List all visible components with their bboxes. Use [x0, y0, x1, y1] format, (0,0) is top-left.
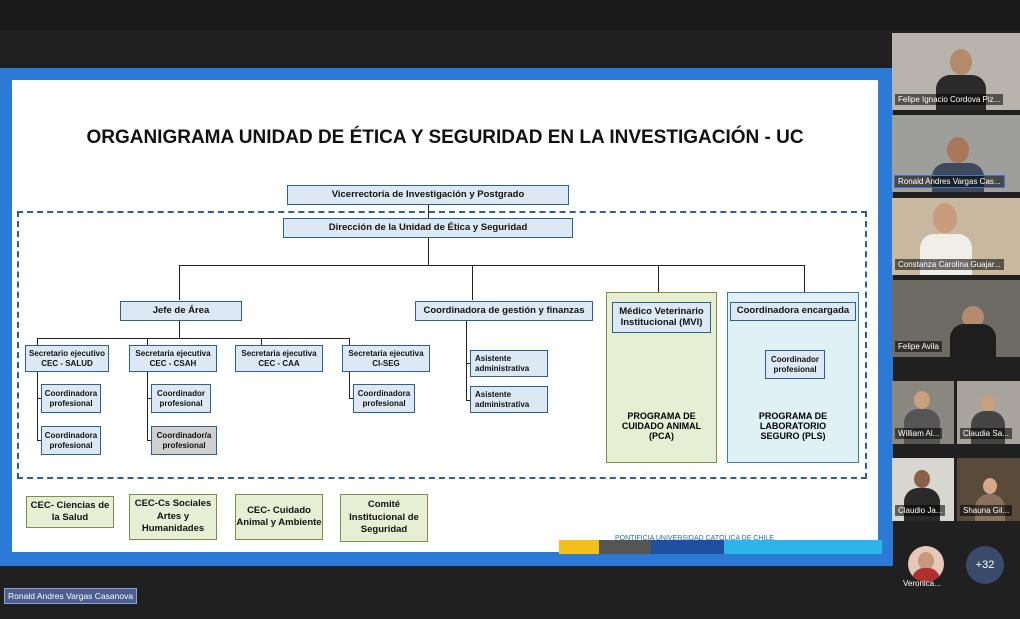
color-strip [599, 540, 651, 554]
connector [147, 440, 151, 441]
avatar [983, 478, 997, 494]
connector [349, 338, 350, 348]
connector [37, 372, 38, 440]
slide-title: ORGANIGRAMA UNIDAD DE ÉTICA Y SEGURIDAD … [86, 127, 804, 148]
group-comite-seguridad: Comité Institucional de Seguridad [340, 494, 428, 542]
color-strip [724, 540, 882, 554]
participant-name: William Al... [895, 428, 943, 439]
org-box-direccion: Dirección de la Unidad de Ética y Seguri… [283, 218, 573, 238]
participant-tile[interactable]: Felipe Ignacio Cordova Piz... [892, 33, 1020, 110]
avatar [962, 306, 984, 328]
org-box-sec-salud: Secretario ejecutivo CEC - SALUD [25, 345, 109, 372]
connector [349, 372, 350, 398]
participant-name: Felipe Ignacio Cordova Piz... [895, 94, 1004, 105]
participant-name: Veronica... [903, 579, 941, 588]
slide-footer: PONTIFICIA UNIVERSIDAD CATÓLICA DE CHILE [615, 535, 774, 542]
connector [658, 265, 659, 300]
org-box-coordinador-a-profesional: Coordinador/a profesional [151, 426, 217, 455]
connector [261, 338, 262, 348]
program-pls-label: PROGRAMA DE LABORATORIO SEGURO (PLS) [758, 411, 828, 441]
color-strip [559, 540, 599, 554]
participant-tile[interactable]: William Al... [892, 381, 954, 444]
connector [466, 320, 467, 400]
participant-name: Ronald Andres Vargas Cas... [894, 175, 1005, 188]
connector [472, 265, 473, 300]
program-pca-label: PROGRAMA DE CUIDADO ANIMAL (PCA) [621, 411, 702, 441]
connector [179, 265, 180, 300]
org-box-asistente-administrativa: Asistente administrativa [470, 386, 548, 413]
avatar [933, 203, 957, 233]
org-box-coordinadora-gestion: Coordinadora de gestión y finanzas [415, 301, 593, 321]
participant-name: Claudio Ja... [895, 505, 946, 516]
participant-name: Claudia Sa... [960, 428, 1012, 439]
connector [37, 440, 41, 441]
org-box-medico-veterinario: Médico Veterinario Institucional (MVI) [612, 302, 711, 333]
connector [466, 400, 470, 401]
connector [147, 398, 151, 399]
group-cec-sociales: CEC-Cs Sociales Artes y Humanidades [129, 494, 217, 540]
org-box-vicerrectoria: Vicerrectoría de Investigación y Postgra… [287, 185, 569, 205]
connector [37, 338, 38, 348]
avatar[interactable] [908, 546, 944, 582]
org-box-coordinador-profesional-pls: Coordinador profesional [765, 350, 825, 379]
org-box-sec-caa: Secretaria ejecutiva CEC - CAA [235, 345, 323, 372]
org-box-coordinadora-profesional-ciseg: Coordinadora profesional [353, 384, 415, 413]
unit-dashed-boundary [17, 211, 867, 479]
connector [428, 205, 429, 221]
color-strip [651, 540, 724, 554]
participant-name: Constanza Carolina Guajar... [895, 259, 1004, 270]
connector [428, 238, 429, 265]
avatar [950, 324, 996, 357]
group-cec-animal: CEC- Cuidado Animal y Ambiente [235, 494, 323, 540]
connector [466, 363, 470, 364]
more-participants-button[interactable]: +32 [966, 546, 1004, 584]
avatar [914, 470, 930, 488]
presentation-slide: ORGANIGRAMA UNIDAD DE ÉTICA Y SEGURIDAD … [12, 80, 878, 552]
org-box-coordinadora-profesional: Coordinadora profesional [41, 384, 101, 413]
avatar [947, 137, 969, 163]
org-box-coordinadora-encargada: Coordinadora encargada [730, 302, 856, 321]
group-cec-salud: CEC- Ciencias de la Salud [26, 496, 114, 528]
org-box-coordinadora-profesional: Coordinadora profesional [41, 426, 101, 455]
connector [179, 320, 180, 338]
connector [147, 372, 148, 440]
org-box-jefe-area: Jefe de Área [120, 301, 242, 321]
participant-tile[interactable]: Ronald Andres Vargas Cas... [892, 115, 1020, 192]
connector [804, 265, 805, 300]
avatar [950, 49, 972, 75]
active-speaker-label: Ronald Andres Vargas Casanova [4, 588, 138, 604]
participant-tile[interactable]: Claudio Ja... [892, 458, 954, 521]
connector [179, 265, 804, 266]
top-bar [0, 0, 1020, 30]
avatar [981, 395, 995, 411]
participant-tile[interactable]: Constanza Carolina Guajar... [892, 198, 1020, 275]
connector [349, 398, 353, 399]
org-box-asistente-administrativa: Asistente administrativa [470, 350, 548, 377]
participant-name: Shauna Gil... [960, 505, 1013, 516]
connector [147, 338, 148, 348]
participant-tile[interactable]: Claudia Sa... [957, 381, 1020, 444]
participant-name: Felipe Avila [895, 341, 942, 352]
org-box-coordinador-profesional: Coordinador profesional [151, 384, 211, 413]
org-box-sec-csah: Secretaria ejecutiva CEC - CSAH [129, 345, 217, 372]
screen-share: ORGANIGRAMA UNIDAD DE ÉTICA Y SEGURIDAD … [0, 68, 893, 566]
participant-tile[interactable]: Felipe Avila [892, 280, 1020, 357]
org-box-sec-ciseg: Secretaria ejecutiva CI-SEG [342, 345, 430, 372]
connector [37, 338, 349, 339]
connector [37, 398, 41, 399]
avatar [914, 391, 930, 409]
participant-tile[interactable]: Shauna Gil... [957, 458, 1020, 521]
